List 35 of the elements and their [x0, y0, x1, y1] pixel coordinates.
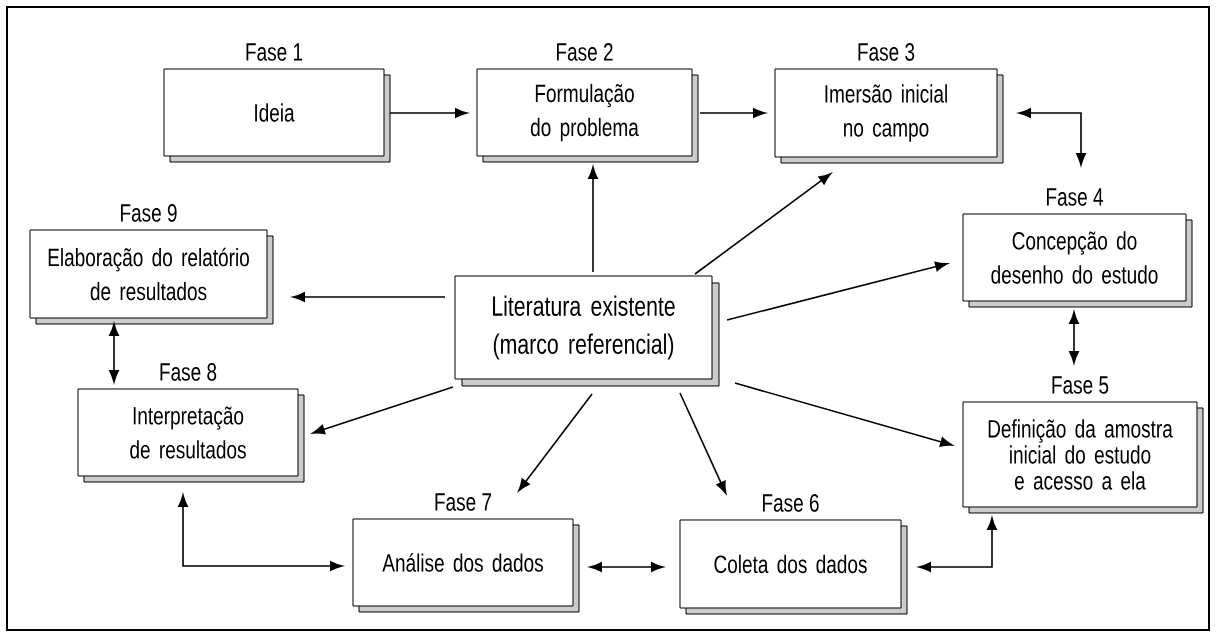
node-label: Fase 9: [121, 204, 177, 222]
node-label: Fase 5: [1052, 376, 1109, 394]
arrow: [389, 108, 468, 118]
phase-box: Fase 2 Formulação do problema: [476, 43, 699, 163]
phase-box: Fase 9 Elaboração do relatório de resultados: [29, 204, 274, 325]
arrow: [918, 517, 997, 572]
arrow: [1069, 311, 1079, 364]
phase-box: Fase 3 Imersão inicial no campo: [774, 43, 1004, 164]
arrow: [178, 494, 343, 571]
node-label: Fase 1: [246, 43, 303, 61]
node-label: Fase 6: [763, 494, 819, 512]
arrow: [518, 393, 593, 492]
arrow: [694, 173, 832, 275]
arrow: [726, 261, 948, 321]
node-label: Fase 4: [1047, 188, 1103, 206]
phase-box: Fase 5 Definição da amostra inicial do estudo e acesso a ela: [962, 376, 1204, 514]
phase-box: Fase 4 Concepção do desenho do estudo: [962, 188, 1193, 308]
phase-box: Literatura existente (marco referencial): [454, 275, 720, 387]
phase-box: Fase 7 Análise dos dados: [352, 493, 580, 613]
arrow: [679, 392, 727, 494]
node-label: Fase 7: [435, 493, 492, 511]
phase-box: Fase 8 Interpretação de resultados: [77, 363, 305, 483]
arrow: [588, 166, 598, 273]
arrow: [109, 323, 119, 383]
arrow: [699, 108, 766, 118]
arrow: [734, 382, 953, 447]
node-label: Fase 8: [160, 363, 217, 381]
arrow: [292, 292, 446, 302]
phase-box: Fase 1 Ideia: [163, 43, 391, 163]
node-label: Fase 2: [557, 43, 613, 61]
node-label: Fase 3: [858, 43, 915, 61]
arrow: [589, 562, 664, 572]
phase-box: Fase 6 Coleta dos dados: [679, 494, 908, 615]
arrow: [312, 386, 454, 435]
arrow: [1018, 108, 1086, 166]
